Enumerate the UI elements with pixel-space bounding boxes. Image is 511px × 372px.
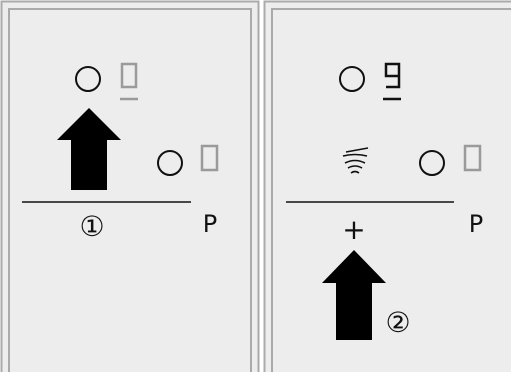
cooking-zone-1-display xyxy=(383,62,401,101)
panel-1: ① P xyxy=(0,0,260,372)
step-label-2: ② xyxy=(385,306,410,339)
cooking-zone-2-circle[interactable] xyxy=(419,150,445,176)
cooking-zone-1-display xyxy=(120,62,138,101)
arrow-up-icon xyxy=(57,108,121,190)
cooking-zone-1-circle[interactable] xyxy=(75,66,101,92)
cooking-zone-2-circle[interactable] xyxy=(157,150,183,176)
cooking-zone-2-display xyxy=(463,144,482,172)
step-label-1: ① xyxy=(79,210,104,243)
power-label: P xyxy=(469,210,483,238)
arrow-up-icon xyxy=(322,250,386,340)
power-label: P xyxy=(203,210,217,238)
cooking-zone-1-circle[interactable] xyxy=(339,66,365,92)
pan-with-heat-waves-icon xyxy=(342,147,369,174)
cooking-zone-2-display xyxy=(200,144,219,172)
plus-button[interactable]: + xyxy=(342,213,365,246)
panel-2: + P ② xyxy=(263,0,511,372)
